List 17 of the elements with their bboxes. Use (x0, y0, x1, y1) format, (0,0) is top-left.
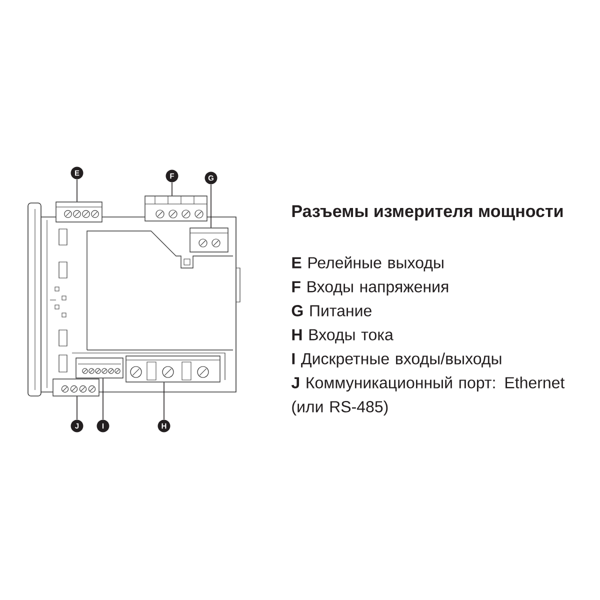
heading: Разъемы измерителя мощности (292, 205, 563, 221)
leader-line (102, 378, 104, 420)
terminal-block (144, 196, 208, 222)
leader-line (210, 184, 212, 228)
terminal-block (56, 202, 102, 222)
key-item: E Релейные выходы (292, 256, 444, 272)
terminal-block (76, 358, 124, 378)
key-item: J Коммуникационный порт: Ethernet (или RS-485) (291, 376, 565, 416)
leader-line (76, 396, 78, 420)
key-item: I Дискретные входы/выходы (292, 352, 502, 368)
key-item: H Входы тока (292, 329, 394, 344)
key-item: F Входы напряжения (292, 281, 448, 296)
terminal-block (52, 378, 100, 396)
terminal-block (190, 228, 228, 252)
leader-line (76, 179, 78, 202)
terminal-block (126, 356, 220, 382)
key-item: G Питание (292, 305, 372, 316)
